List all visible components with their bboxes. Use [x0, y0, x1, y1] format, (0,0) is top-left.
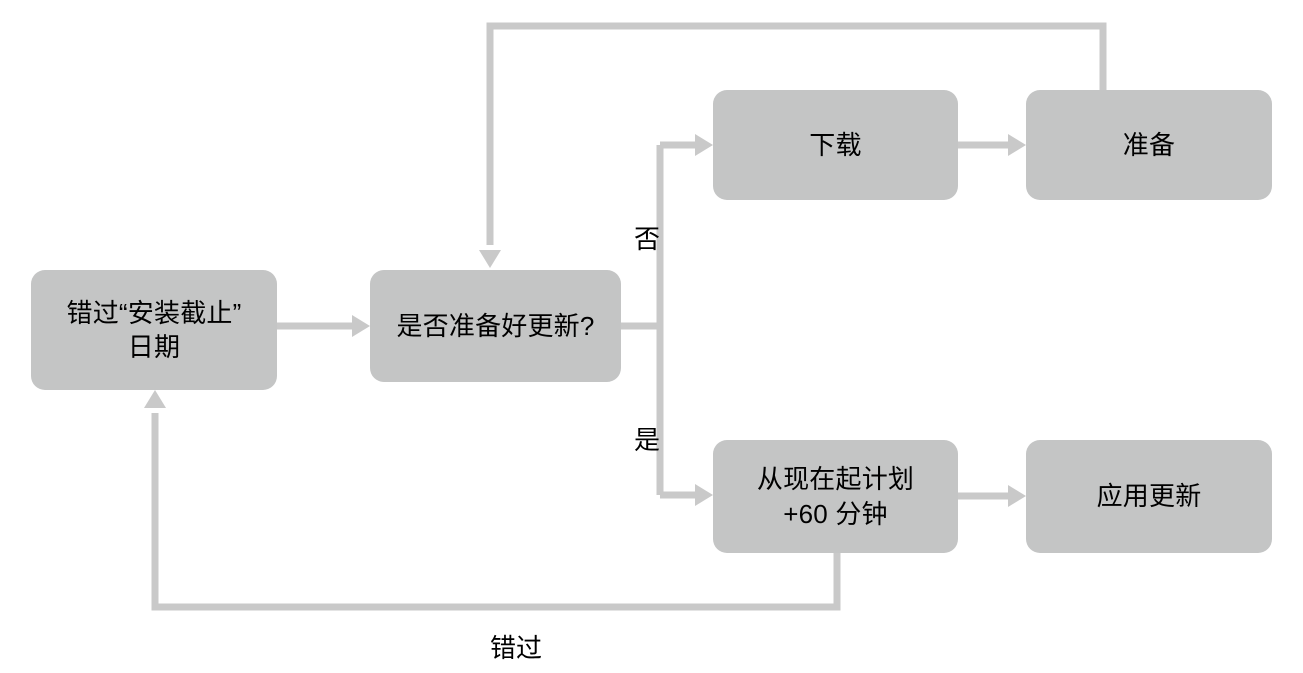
arrowhead-schedule-return-to-missed: [144, 390, 166, 408]
node-download[interactable]: 下载: [713, 90, 958, 200]
connector-schedule-return-to-missed: [151, 413, 841, 611]
node-prepare[interactable]: 准备: [1026, 90, 1272, 200]
node-schedule-60-minutes[interactable]: 从现在起计划 +60 分钟: [713, 440, 958, 553]
arrowhead-branch-no-to-download: [695, 134, 713, 156]
arrowhead-branch-yes-to-schedule: [695, 484, 713, 506]
edge-label-branch-yes: 是: [634, 425, 661, 455]
node-missed-deadline[interactable]: 错过“安装截止” 日期: [31, 270, 277, 390]
arrowhead-schedule-to-apply: [1008, 485, 1026, 507]
node-ready-to-update[interactable]: 是否准备好更新?: [370, 270, 621, 382]
edge-label-return-missed: 错过: [490, 633, 543, 663]
arrowhead-prepare-loop-to-ready: [479, 250, 501, 268]
arrowhead-missed-to-ready: [352, 315, 370, 337]
edge-label-branch-no: 否: [634, 224, 661, 254]
connector-prepare-loop-to-ready: [486, 22, 1107, 245]
node-apply-update[interactable]: 应用更新: [1026, 440, 1272, 553]
arrowhead-download-to-prepare: [1008, 134, 1026, 156]
